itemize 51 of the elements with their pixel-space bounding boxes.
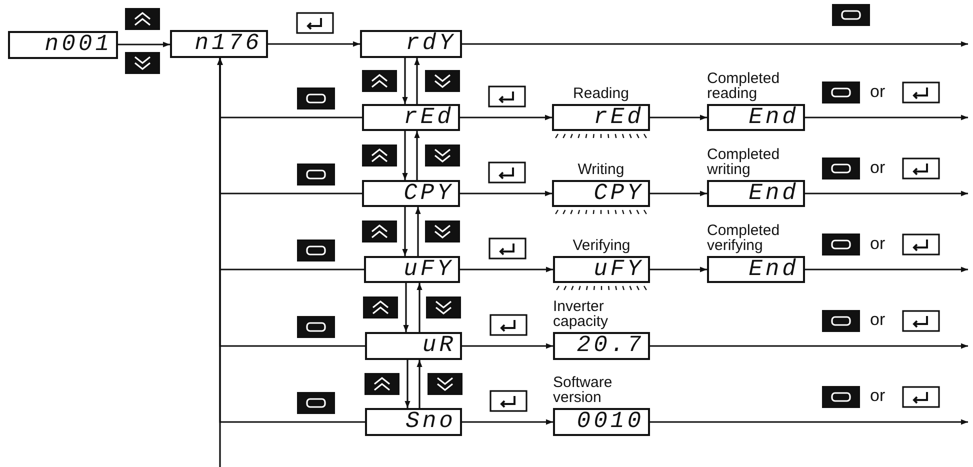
display-caption: Software version bbox=[553, 374, 614, 406]
arrow bbox=[462, 343, 553, 349]
display-screen: n176 bbox=[170, 30, 268, 58]
arrow bbox=[404, 360, 410, 408]
arrow bbox=[402, 58, 408, 104]
display-screen: CPY bbox=[362, 180, 460, 207]
display-caption: Completed verifying bbox=[707, 222, 781, 254]
arrow bbox=[650, 343, 968, 349]
arrow bbox=[805, 190, 968, 196]
arrow bbox=[268, 41, 360, 47]
arrow bbox=[462, 41, 968, 47]
arrow bbox=[650, 419, 968, 425]
display-screen: n001 bbox=[8, 31, 118, 59]
arrow bbox=[805, 114, 968, 120]
arrow bbox=[416, 360, 422, 408]
arrow bbox=[402, 207, 408, 256]
display-screen: End bbox=[707, 256, 805, 283]
arrow bbox=[217, 58, 223, 467]
display-screen: rEd bbox=[552, 104, 650, 131]
arrow bbox=[460, 266, 553, 272]
arrow bbox=[402, 131, 408, 180]
display-screen: uFY bbox=[553, 256, 650, 283]
arrow bbox=[118, 42, 170, 48]
display-screen: End bbox=[707, 104, 805, 131]
arrow bbox=[805, 266, 968, 272]
display-screen: uR bbox=[365, 332, 462, 360]
display-screen: rEd bbox=[362, 104, 460, 131]
display-caption: Writing bbox=[576, 162, 626, 178]
arrow bbox=[460, 190, 552, 196]
arrow bbox=[414, 131, 420, 180]
display-caption: Inverter capacity bbox=[553, 298, 610, 330]
arrow bbox=[650, 266, 707, 272]
display-screen: uFY bbox=[364, 256, 460, 283]
arrow bbox=[415, 207, 421, 256]
arrow bbox=[650, 114, 707, 120]
display-caption: Completed writing bbox=[707, 146, 781, 178]
display-screen: End bbox=[707, 180, 805, 207]
display-caption: Completed reading bbox=[707, 70, 781, 102]
display-screen: rdY bbox=[360, 30, 462, 58]
display-screen: CPY bbox=[552, 180, 650, 207]
arrow bbox=[650, 190, 707, 196]
arrow bbox=[462, 419, 553, 425]
arrow bbox=[460, 114, 552, 120]
arrow bbox=[416, 283, 422, 332]
arrow bbox=[403, 283, 409, 332]
display-screen: 20.7 bbox=[553, 332, 650, 360]
display-caption: Reading bbox=[572, 86, 630, 102]
display-caption: Verifying bbox=[572, 238, 632, 254]
arrow bbox=[414, 58, 420, 104]
display-screen: 0010 bbox=[553, 408, 650, 436]
display-screen: Sno bbox=[365, 408, 462, 436]
